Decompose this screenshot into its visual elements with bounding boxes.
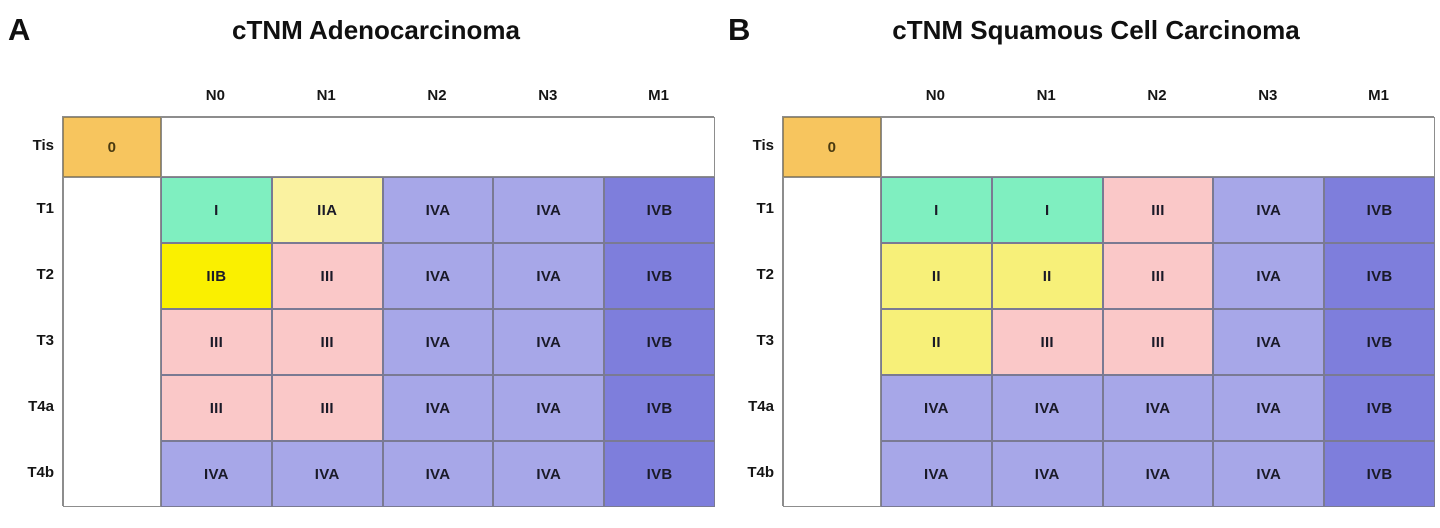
- cell-t4a-n0: IVA: [881, 375, 992, 441]
- row-label-t2: T2: [756, 266, 774, 283]
- row-label-t1: T1: [756, 200, 774, 217]
- cell-t4b-m1: IVB: [604, 441, 715, 507]
- cell-t1-n2: III: [1102, 177, 1214, 243]
- cell-t4b-n1: IVA: [271, 441, 383, 507]
- cell-t4b-n2: IVA: [382, 441, 494, 507]
- column-header-n0: N0: [205, 87, 225, 104]
- cell-tis-stage-0: 0: [63, 117, 161, 177]
- cell-t1-n1: I: [991, 177, 1103, 243]
- cell-t4b-n0: IVA: [161, 441, 272, 507]
- cell-t4a-m1: IVB: [604, 375, 715, 441]
- row-label-t4b: T4b: [27, 464, 54, 481]
- row-label-tis: Tis: [32, 137, 54, 154]
- panel-letter: A: [8, 12, 31, 47]
- cell-t4a-n2: IVA: [1102, 375, 1214, 441]
- cell-t4a-n2: IVA: [382, 375, 494, 441]
- cell-t2-n0: II: [881, 243, 992, 309]
- cell-tis-empty: [881, 117, 1435, 177]
- panel-title: cTNM Squamous Cell Carcinoma: [892, 15, 1300, 45]
- cell-t1-n3: IVA: [493, 177, 605, 243]
- cell-t3-n2: IVA: [382, 309, 494, 375]
- column-header-n3: N3: [1258, 87, 1278, 104]
- column-header-n3: N3: [538, 87, 558, 104]
- cell-t1-n3: IVA: [1213, 177, 1325, 243]
- row-label-t4a: T4a: [28, 398, 54, 415]
- cell-t4a-n1: III: [271, 375, 383, 441]
- cell-t3-n0: II: [881, 309, 992, 375]
- cell-t2-m1: IVB: [604, 243, 715, 309]
- cell-t3-n0: III: [161, 309, 272, 375]
- column-header-n2: N2: [427, 87, 447, 104]
- column-header-m1: M1: [1368, 87, 1389, 104]
- cell-tis-stage-0: 0: [783, 117, 881, 177]
- cell-t2-n2: IVA: [382, 243, 494, 309]
- cell-t2-n1: III: [271, 243, 383, 309]
- panel-title: cTNM Adenocarcinoma: [232, 15, 520, 45]
- cell-t3-m1: IVB: [604, 309, 715, 375]
- cell-t2-n0: IIB: [161, 243, 272, 309]
- column-header-n1: N1: [1036, 87, 1056, 104]
- column-header-row: N0 N1 N2 N3 M1: [720, 86, 1440, 110]
- cell-t3-n3: IVA: [1213, 309, 1325, 375]
- column-header-row: N0 N1 N2 N3 M1: [0, 86, 720, 110]
- column-header-m1: M1: [648, 87, 669, 104]
- cell-t4a-n3: IVA: [493, 375, 605, 441]
- cell-t3-n1: III: [271, 309, 383, 375]
- cell-t4a-n1: IVA: [991, 375, 1103, 441]
- cell-t3-m1: IVB: [1324, 309, 1435, 375]
- cell-t4b-m1: IVB: [1324, 441, 1435, 507]
- column-header-n0: N0: [925, 87, 945, 104]
- cell-t4a-n0: III: [161, 375, 272, 441]
- panel-letter: B: [728, 12, 751, 47]
- cell-t1-n2: IVA: [382, 177, 494, 243]
- row-label-t3: T3: [36, 332, 54, 349]
- cell-t4b-n3: IVA: [1213, 441, 1325, 507]
- cell-t1-n1: IIA: [271, 177, 383, 243]
- cell-t4a-n3: IVA: [1213, 375, 1325, 441]
- cell-t1-n0: I: [161, 177, 272, 243]
- row-label-t2: T2: [36, 266, 54, 283]
- cell-t2-n2: III: [1102, 243, 1214, 309]
- cell-t4b-n1: IVA: [991, 441, 1103, 507]
- cell-t3-n1: III: [991, 309, 1103, 375]
- row-label-tis: Tis: [752, 137, 774, 154]
- cell-t4b-n3: IVA: [493, 441, 605, 507]
- cell-tis-empty: [161, 117, 715, 177]
- cell-t2-n1: II: [991, 243, 1103, 309]
- column-header-n1: N1: [316, 87, 336, 104]
- cell-t3-n3: IVA: [493, 309, 605, 375]
- row-label-t1: T1: [36, 200, 54, 217]
- row-label-t4a: T4a: [748, 398, 774, 415]
- cell-t4b-n0: IVA: [881, 441, 992, 507]
- cell-t1-n0: I: [881, 177, 992, 243]
- row-label-t4b: T4b: [747, 464, 774, 481]
- cell-first-column-empty: [63, 177, 161, 507]
- cell-t4a-m1: IVB: [1324, 375, 1435, 441]
- cell-t1-m1: IVB: [604, 177, 715, 243]
- cell-t2-n3: IVA: [493, 243, 605, 309]
- cell-t3-n2: III: [1102, 309, 1214, 375]
- cell-t1-m1: IVB: [1324, 177, 1435, 243]
- cell-t4b-n2: IVA: [1102, 441, 1214, 507]
- cell-t2-m1: IVB: [1324, 243, 1435, 309]
- cell-first-column-empty: [783, 177, 881, 507]
- column-header-n2: N2: [1147, 87, 1167, 104]
- row-label-t3: T3: [756, 332, 774, 349]
- cell-t2-n3: IVA: [1213, 243, 1325, 309]
